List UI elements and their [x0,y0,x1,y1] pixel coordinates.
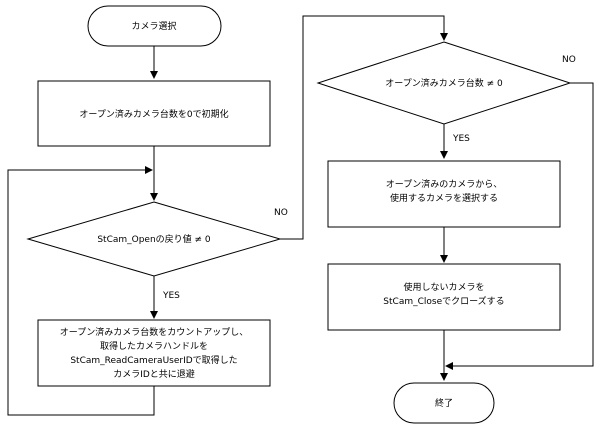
end-terminator [393,382,495,424]
loop-back-arrow [7,166,155,416]
select-label-line1: オープン済みのカメラから、 [386,178,502,190]
end-label: 終了 [435,397,453,409]
save-label-line4: カメラIDと共に退避 [113,368,195,380]
close-label-line1: 使用しないカメラを [403,281,484,293]
count-decision-label: オープン済みカメラ台数 ≠ 0 [385,77,503,89]
open-yes-label: YES [162,291,180,301]
open-no-label: NO [274,208,288,218]
arrow-open-no [280,15,448,240]
select-process [327,160,561,228]
init-process [37,80,271,147]
arrow-count-no [445,82,594,370]
init-label: オープン済みカメラ台数を0で初期化 [79,108,228,120]
close-label-line2: StCam_Closeでクローズする [383,295,504,307]
close-process [327,263,561,331]
select-label-line2: 使用するカメラを選択する [390,192,498,204]
save-label-line1: オープン済みカメラ台数をカウントアップし、 [60,326,248,338]
save-label-line3: StCam_ReadCameraUserIDで取得した [70,354,237,366]
open-decision-label: StCam_Openの戻り値 ≠ 0 [97,233,211,245]
save-process [37,319,271,387]
start-label: カメラ選択 [131,20,176,32]
save-label-line2: 取得したカメラハンドルを [100,340,208,352]
count-no-label: NO [562,55,576,65]
count-yes-label: YES [452,134,470,144]
